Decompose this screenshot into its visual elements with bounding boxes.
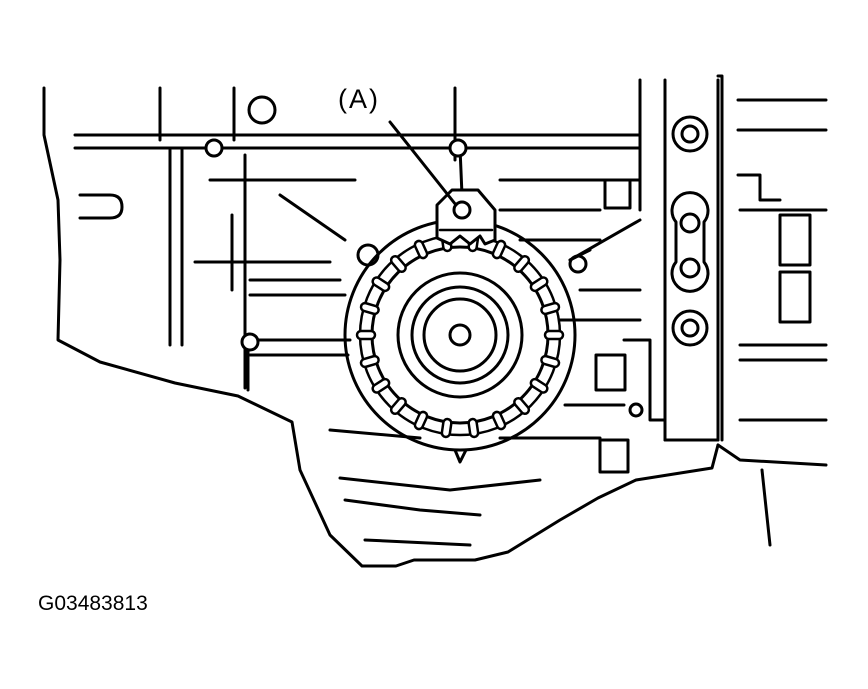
gear-slot xyxy=(359,354,380,369)
figure-id: G03483813 xyxy=(38,592,148,615)
callout-label: (A) xyxy=(338,84,380,114)
gear-slot xyxy=(513,254,531,274)
gear-slot xyxy=(540,354,561,369)
gear-slot xyxy=(389,254,407,274)
gear-slot xyxy=(529,377,549,394)
gear-slot xyxy=(540,301,561,316)
callout-leader-line xyxy=(388,120,458,207)
gear-slot xyxy=(413,239,429,260)
gear-slot xyxy=(513,396,531,416)
gear-slot xyxy=(467,417,480,439)
gear-slot xyxy=(371,276,391,293)
gear-slot xyxy=(389,396,407,416)
gear-slot xyxy=(491,239,507,260)
gear-slot xyxy=(440,417,453,439)
gear-slot xyxy=(371,377,391,394)
bosses xyxy=(204,95,644,418)
gear-slot xyxy=(529,276,549,293)
gear-slot xyxy=(359,301,380,316)
gear-slot xyxy=(355,329,377,341)
rotor-assembly xyxy=(343,218,592,464)
gear-slot xyxy=(413,410,429,431)
valve-body xyxy=(594,98,828,547)
gear-slots xyxy=(355,231,565,439)
gear-slot xyxy=(491,410,507,431)
case-ribs xyxy=(78,86,642,547)
sensor-bracket xyxy=(435,188,497,246)
gear-slot xyxy=(543,329,565,341)
housing-outline xyxy=(42,74,724,568)
